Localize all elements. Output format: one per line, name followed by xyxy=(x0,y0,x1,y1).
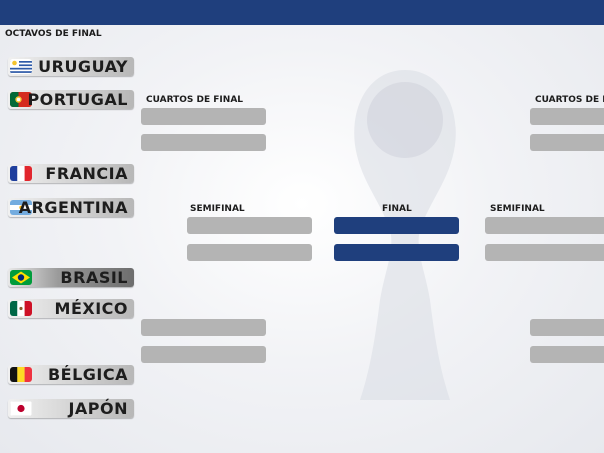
team-name: JAPÓN xyxy=(68,399,128,418)
quarter-final-right-heading: CUARTOS DE FI xyxy=(535,95,604,105)
quarter-final-slot[interactable] xyxy=(141,319,266,336)
brazil-flag-icon xyxy=(10,270,32,285)
team-name: PORTUGAL xyxy=(27,90,128,109)
quarter-final-slot[interactable] xyxy=(530,319,604,336)
portugal-flag-icon xyxy=(10,92,32,107)
final-heading: FINAL xyxy=(382,204,412,214)
team-uruguay[interactable]: URUGUAY xyxy=(8,57,134,76)
team-name: BRASIL xyxy=(60,268,128,287)
header-bar xyxy=(0,0,604,25)
team-name: FRANCIA xyxy=(45,164,128,183)
quarter-final-slot[interactable] xyxy=(530,108,604,125)
quarter-final-slot[interactable] xyxy=(141,134,266,151)
quarter-final-slot[interactable] xyxy=(141,108,266,125)
quarter-final-left-heading: CUARTOS DE FINAL xyxy=(146,95,244,105)
team-brasil[interactable]: BRASIL xyxy=(8,268,134,287)
final-slot[interactable] xyxy=(334,217,459,234)
round-of-16-heading: OCTAVOS DE FINAL xyxy=(5,29,102,39)
team-portugal[interactable]: PORTUGAL xyxy=(8,90,134,109)
quarter-final-slot[interactable] xyxy=(530,134,604,151)
argentina-flag-icon xyxy=(10,200,32,215)
japan-flag-icon xyxy=(10,401,32,416)
team-name: MÉXICO xyxy=(54,299,128,318)
team-francia[interactable]: FRANCIA xyxy=(8,164,134,183)
team-japon[interactable]: JAPÓN xyxy=(8,399,134,418)
semifinal-right-heading: SEMIFINAL xyxy=(490,204,545,214)
final-slot[interactable] xyxy=(334,244,459,261)
uruguay-flag-icon xyxy=(10,59,32,74)
france-flag-icon xyxy=(10,166,32,181)
semifinal-slot[interactable] xyxy=(187,217,312,234)
belgium-flag-icon xyxy=(10,367,32,382)
team-belgica[interactable]: BÉLGICA xyxy=(8,365,134,384)
team-name: URUGUAY xyxy=(38,57,128,76)
semifinal-slot[interactable] xyxy=(485,244,604,261)
quarter-final-slot[interactable] xyxy=(141,346,266,363)
team-name: ARGENTINA xyxy=(18,198,128,217)
mexico-flag-icon xyxy=(10,301,32,316)
team-name: BÉLGICA xyxy=(47,365,128,384)
team-argentina[interactable]: ARGENTINA xyxy=(8,198,134,217)
team-mexico[interactable]: MÉXICO xyxy=(8,299,134,318)
semifinal-slot[interactable] xyxy=(187,244,312,261)
semifinal-slot[interactable] xyxy=(485,217,604,234)
quarter-final-slot[interactable] xyxy=(530,346,604,363)
semifinal-left-heading: SEMIFINAL xyxy=(190,204,245,214)
